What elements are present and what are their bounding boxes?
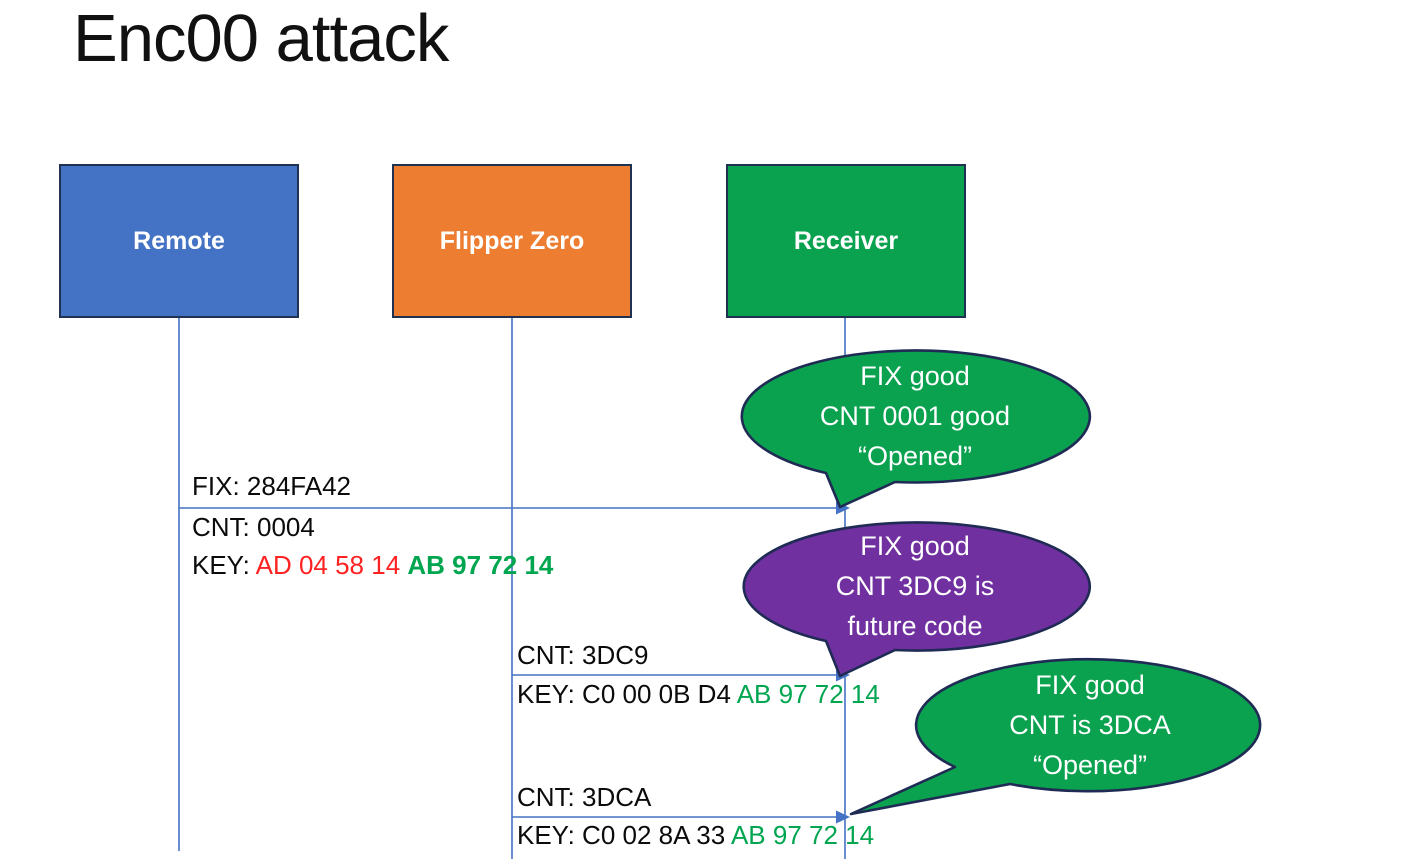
callout-line: CNT 3DC9 is	[835, 571, 995, 601]
key-prefix: KEY: C0 02 8A 33	[517, 820, 731, 850]
callout-line: FIX good	[1035, 670, 1145, 700]
key-fixed-bytes: AB 97 72 14	[736, 679, 880, 709]
page-title: Enc00 attack	[73, 1, 449, 76]
message-2-key-label: KEY: C0 00 0B D4 AB 97 72 14	[517, 679, 880, 710]
callout-line: FIX good	[860, 531, 970, 561]
actor-box-receiver: Receiver	[726, 164, 966, 318]
message-1-key-label: KEY: AD 04 58 14 AB 97 72 14	[192, 550, 553, 581]
message-1-fix-label: FIX: 284FA42	[192, 471, 351, 501]
message-2-cnt-label: CNT: 3DC9	[517, 640, 649, 670]
callout-3-text: FIX good CNT is 3DCA “Opened”	[918, 660, 1262, 790]
key-changed-bytes: AD 04 58 14	[255, 550, 408, 580]
callout-line: “Opened”	[857, 441, 973, 471]
key-prefix: KEY: C0 00 0B D4	[517, 679, 737, 709]
actor-label: Flipper Zero	[439, 226, 585, 255]
actor-box-flipper-zero: Flipper Zero	[392, 164, 632, 318]
callout-line: CNT is 3DCA	[1009, 710, 1171, 740]
actor-label: Receiver	[793, 226, 899, 255]
key-fixed-bytes: AB 97 72 14	[730, 820, 875, 850]
message-arrow-3	[512, 810, 850, 824]
callout-line: FIX good	[860, 361, 970, 391]
actor-label: Remote	[133, 226, 225, 255]
callout-1-text: FIX good CNT 0001 good “Opened”	[741, 350, 1089, 482]
callout-line: “Opened”	[1032, 750, 1148, 780]
message-1-cnt-label: CNT: 0004	[192, 512, 315, 542]
callout-bubble-3	[849, 657, 1262, 816]
callout-bubble-2	[742, 521, 1092, 678]
message-3-key-label: KEY: C0 02 8A 33 AB 97 72 14	[517, 820, 874, 851]
actor-box-remote: Remote	[59, 164, 299, 318]
key-fixed-bytes: AB 97 72 14	[407, 550, 554, 580]
key-prefix: KEY:	[192, 550, 256, 580]
callout-bubble-1	[740, 349, 1092, 509]
message-3-cnt-label: CNT: 3DCA	[517, 782, 652, 812]
arrowhead-icon	[836, 810, 850, 824]
callout-2-text: FIX good CNT 3DC9 is future code	[742, 522, 1088, 650]
callout-line: CNT 0001 good	[819, 401, 1011, 431]
callout-line: future code	[847, 611, 983, 641]
